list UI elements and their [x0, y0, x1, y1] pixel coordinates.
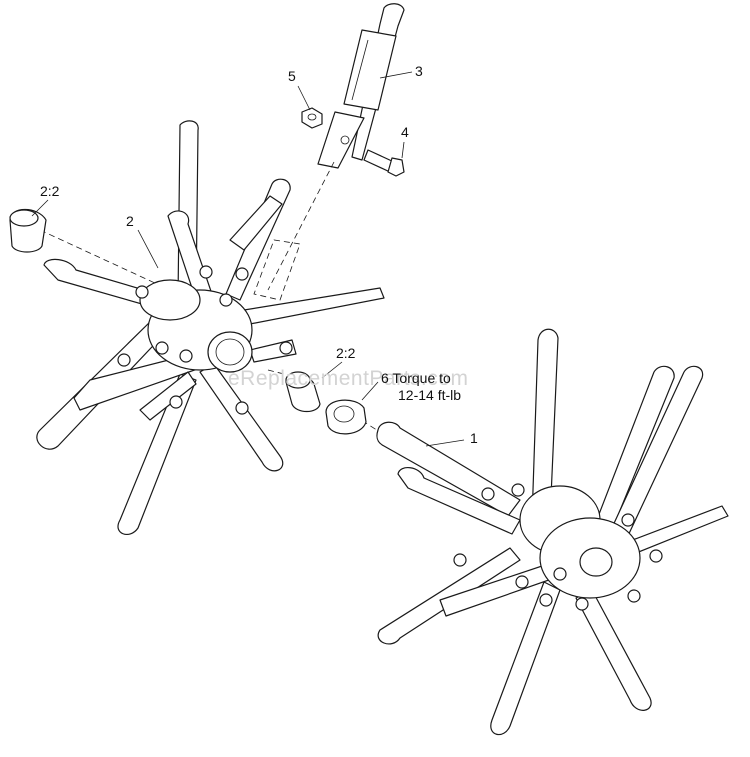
callout-6-torque-line2: 12-14 ft-lb [398, 387, 462, 403]
callout-4: 4 [401, 124, 409, 140]
callout-1: 1 [470, 430, 478, 446]
callout-2: 2 [126, 213, 134, 229]
callout-5: 5 [288, 68, 296, 84]
callout-2-2-left: 2:2 [40, 183, 60, 199]
leader-lines [31, 71, 465, 447]
callout-2-2-middle: 2:2 [336, 345, 356, 361]
bushing-middle [285, 371, 321, 413]
collar-part-6 [325, 399, 367, 435]
bushing-left [9, 208, 47, 253]
watermark-text: eReplacementParts.com [228, 367, 469, 390]
tine-part-3 [317, 3, 405, 169]
callout-6-torque-line1: 6 Torque to [381, 370, 451, 386]
callout-3: 3 [415, 63, 423, 79]
right-tine-assembly [377, 328, 729, 736]
left-tine-assembly [36, 120, 385, 536]
bolt-part-4 [363, 149, 405, 177]
nut-part-5 [301, 107, 323, 129]
